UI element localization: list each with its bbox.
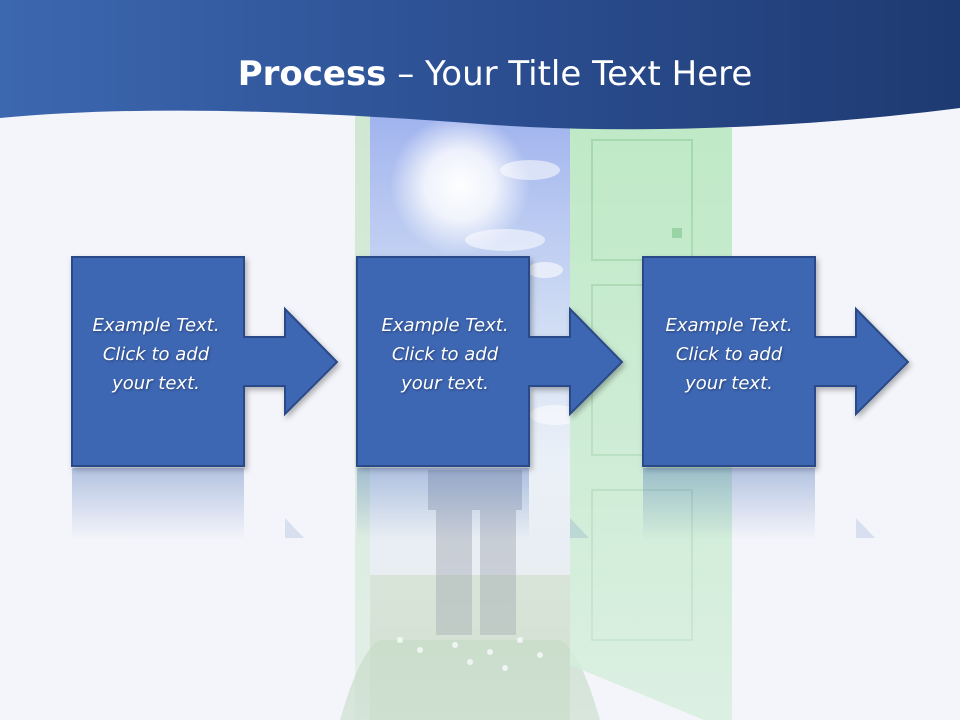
arrow-reflection (285, 518, 304, 538)
step-2-text[interactable]: Example Text. Click to add your text. (360, 311, 530, 398)
step-shape[interactable] (356, 256, 624, 540)
page-title: Process – Your Title Text Here (0, 50, 960, 98)
title-rest: – Your Title Text Here (386, 54, 753, 94)
step-reflection (357, 468, 529, 540)
step-3-line-3: your text. (685, 373, 773, 394)
step-shape[interactable] (71, 256, 339, 540)
title-bold: Process (237, 54, 387, 94)
arrow-reflection (570, 518, 589, 538)
step-reflection (72, 468, 244, 540)
step-1-line-1: Example Text. (92, 315, 220, 336)
step-2-line-2: Click to add (391, 344, 499, 365)
step-shape[interactable] (642, 256, 910, 540)
step-reflection (643, 468, 815, 540)
header-band (0, 0, 960, 130)
step-3-line-2: Click to add (675, 344, 783, 365)
step-1-text[interactable]: Example Text. Click to add your text. (71, 311, 241, 398)
step-3-line-1: Example Text. (665, 315, 793, 336)
step-2-line-3: your text. (401, 373, 489, 394)
step-1-line-3: your text. (112, 373, 200, 394)
step-2-line-1: Example Text. (381, 315, 509, 336)
step-1-line-2: Click to add (102, 344, 210, 365)
arrow-reflection (856, 518, 875, 538)
step-3-text[interactable]: Example Text. Click to add your text. (644, 311, 814, 398)
